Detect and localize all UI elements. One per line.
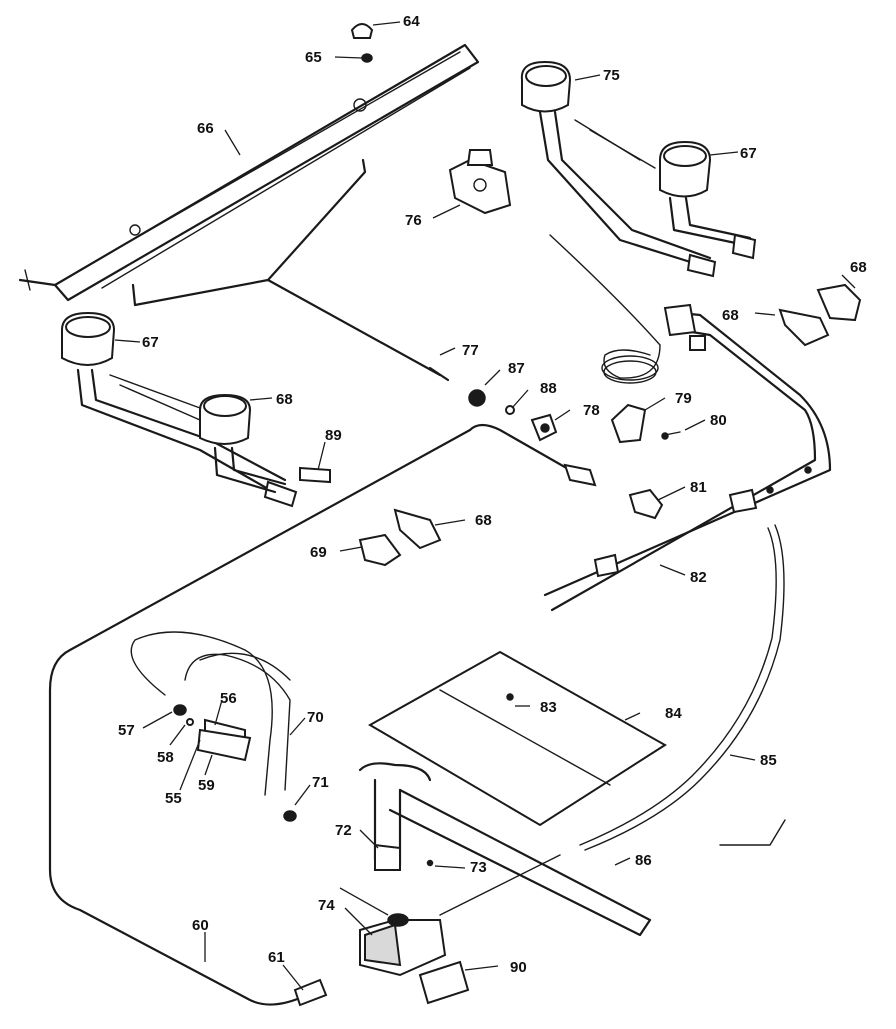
callout-83: 84: [665, 705, 682, 722]
fitting-77-part: [530, 413, 558, 442]
screw-58-part: [186, 718, 194, 726]
callout-81: 82: [690, 569, 707, 586]
screw-72-part: [426, 859, 434, 867]
callout-57: 57: [118, 722, 135, 739]
callout-68-left: 69: [310, 544, 327, 561]
screw-87-part: [505, 405, 515, 415]
callout-88: 89: [325, 427, 342, 444]
callout-89: 90: [510, 959, 527, 976]
fitting-61-part: [293, 978, 328, 1007]
manifold-81-part: [543, 303, 832, 612]
callout-65: 66: [197, 120, 214, 137]
callout-73: 74: [318, 897, 335, 914]
callout-labels: 64 65 66 67 67 68 68 68 68 69 70 71 72 7…: [118, 13, 867, 976]
callout-59: 59: [198, 777, 215, 794]
callout-76: 77: [462, 342, 479, 359]
callout-56: 56: [220, 690, 237, 707]
sensing-bulb-84-part: [579, 524, 786, 851]
callout-80: 81: [690, 479, 707, 496]
burner-67-right-part: [574, 119, 757, 260]
bracket-89-part: [418, 960, 470, 1005]
grommet-57-part: [173, 704, 187, 716]
callout-58: 58: [157, 749, 174, 766]
callout-84: 85: [760, 752, 777, 769]
gas-tube-60-part: [48, 423, 597, 1006]
orifice-88-part: [299, 466, 331, 484]
callout-77: 78: [583, 402, 600, 419]
callout-71: 72: [335, 822, 352, 839]
callout-66: 67: [142, 334, 159, 351]
burner-67-left-part: [109, 374, 287, 494]
callout-68-mid: 68: [475, 512, 492, 529]
pilot-tubing-part: [131, 158, 450, 382]
callout-60: 60: [192, 917, 209, 934]
callout-85: 86: [635, 852, 652, 869]
callout-55: 55: [165, 790, 182, 807]
callout-86: 87: [508, 360, 525, 377]
valve-68-mid-left-part: [358, 533, 402, 567]
thermostat-capillary-part: [549, 234, 661, 444]
callout-63: 64: [403, 13, 420, 30]
callout-75: 76: [405, 212, 422, 229]
callout-74: 75: [603, 67, 620, 84]
plug-70-part: [283, 810, 297, 822]
burner-74-part: [520, 60, 717, 278]
knob-86-part: [468, 389, 486, 407]
wiring-69-part: [130, 631, 291, 796]
screw-82-part: [506, 693, 514, 701]
top-rail-part: [18, 43, 480, 302]
valve-68-mid-right-part: [393, 508, 442, 550]
callout-72: 73: [470, 859, 487, 876]
nut-part: [361, 53, 373, 63]
valve-68-right-lower-part: [778, 308, 830, 347]
callout-82: 83: [540, 699, 557, 716]
screw-79-part: [661, 431, 681, 440]
oven-valve-73-part: [359, 854, 561, 977]
pressure-regulator-part: [448, 149, 512, 215]
callout-67-right: 67: [740, 145, 757, 162]
callout-64: 65: [305, 49, 322, 66]
valve-90-part: [387, 913, 409, 927]
callout-87: 88: [540, 380, 557, 397]
valve-80-part: [628, 488, 664, 520]
callout-68-right: 68: [722, 307, 739, 324]
callout-69: 70: [307, 709, 324, 726]
leader-lines: [114, 21, 856, 991]
callout-78: 79: [675, 390, 692, 407]
valve-68-right-upper-part: [816, 283, 862, 322]
bake-burner-71-part: [358, 762, 652, 937]
baffle-83-part: [367, 650, 667, 827]
callout-67-left: 68: [276, 391, 293, 408]
cap-part: [350, 23, 374, 39]
callout-70: 71: [312, 774, 329, 791]
callout-68-far-right: 68: [850, 259, 867, 276]
callout-79: 80: [710, 412, 727, 429]
burner-66-part: [61, 311, 298, 508]
callout-61: 61: [268, 949, 285, 966]
